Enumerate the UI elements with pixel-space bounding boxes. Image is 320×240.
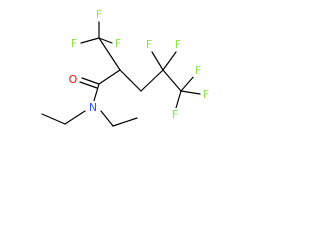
bond-n-ethyl-right-1: [100, 110, 114, 127]
bond-alpha-ch2: [119, 69, 142, 92]
bond-tcf3-f-top: [180, 74, 196, 92]
atom-label-f: F: [96, 8, 102, 21]
bond-carbonyl-alpha: [98, 69, 121, 85]
atom-f-cf3-left: F: [69, 37, 79, 50]
atom-label-f: F: [172, 108, 178, 121]
atom-f-cf2-left: F: [144, 38, 154, 51]
structure-canvas: F F F F F F F: [0, 0, 218, 143]
bond-tcf3-f-right: [180, 90, 201, 95]
atom-f-cf2-right: F: [173, 38, 183, 51]
bond-cf3-f-left: [80, 37, 100, 44]
bond-n-ethyl-left-1: [64, 110, 86, 125]
atom-f-tcf3-bottom: F: [170, 108, 180, 121]
bond-cf2-f-left: [151, 51, 164, 71]
bond-tcf3-f-bottom: [175, 90, 182, 109]
molecule-diagram: F F F F F F F: [41, 8, 211, 127]
atom-label-f: F: [195, 64, 201, 77]
bond-ch2-cf2: [140, 69, 164, 92]
atom-labels: F F F F F F F: [67, 8, 211, 121]
atom-label-f: F: [175, 38, 181, 51]
atom-f-cf3-top: F: [94, 8, 104, 21]
bond-carbonyl-n: [92, 83, 100, 105]
atom-f-tcf3-right: F: [201, 88, 211, 101]
atom-label-f: F: [146, 38, 152, 51]
atom-f-cf3-right: F: [113, 37, 123, 50]
atom-label-n: N: [89, 101, 97, 114]
bond-n-ethyl-right-2: [112, 117, 138, 127]
bond-carbonyl-o-2: [79, 81, 98, 89]
bonds: [41, 21, 201, 127]
atom-f-tcf3-top: F: [193, 64, 203, 77]
bond-cf3-f-right: [98, 37, 113, 44]
atom-o-carbonyl: O: [67, 73, 79, 86]
atom-label-f: F: [203, 88, 209, 101]
atom-label-f: F: [71, 37, 77, 50]
bond-cf2-cf3: [162, 69, 182, 92]
bond-cf2-f-right: [162, 51, 177, 71]
atom-label-f: F: [115, 37, 121, 50]
atom-n-amide: N: [87, 101, 99, 114]
bond-n-ethyl-left-2: [41, 113, 66, 125]
bond-carbonyl-o-1: [81, 77, 100, 85]
bond-alpha-cf3: [98, 37, 121, 71]
atom-label-o: O: [69, 73, 78, 86]
